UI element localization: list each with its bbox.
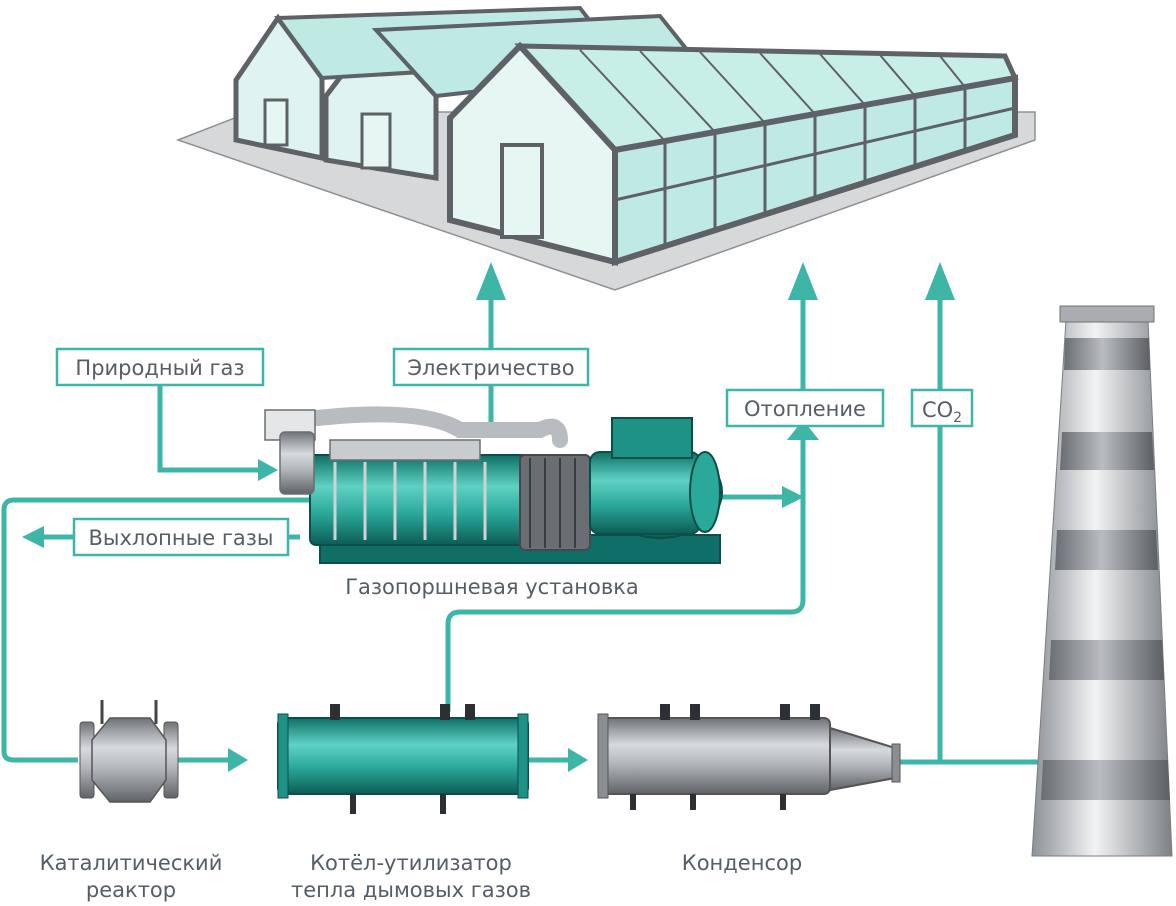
co2-label: CO bbox=[922, 398, 953, 422]
exhaust-label: Выхлопные газы bbox=[89, 526, 274, 550]
gas-piston-unit-caption: Газопоршневая установка bbox=[345, 575, 639, 599]
boiler-illustration bbox=[277, 704, 529, 814]
greenhouse-illustration bbox=[175, 5, 1036, 291]
gas-piston-unit-illustration bbox=[264, 406, 723, 564]
flow-arrowheads bbox=[22, 262, 955, 772]
chimney-illustration bbox=[1031, 305, 1173, 857]
catalytic-reactor-illustration bbox=[79, 700, 179, 803]
co2-label-box: CO2 bbox=[910, 388, 974, 428]
heating-label: Отопление bbox=[744, 397, 866, 421]
co2-subscript: 2 bbox=[953, 410, 962, 426]
catalytic-reactor-caption-line2: реактор bbox=[86, 878, 176, 902]
catalytic-reactor-caption-line1: Каталитический bbox=[40, 851, 223, 875]
svg-text:CO2: CO2 bbox=[922, 398, 962, 426]
condenser-caption: Конденсор bbox=[682, 851, 802, 875]
exhaust-label-box: Выхлопные газы bbox=[72, 517, 290, 557]
electricity-label: Электричество bbox=[407, 356, 574, 380]
boiler-caption-line1: Котёл-утилизатор bbox=[310, 851, 512, 875]
electricity-label-box: Электричество bbox=[392, 347, 590, 387]
condenser-illustration bbox=[597, 704, 901, 810]
heating-label-box: Отопление bbox=[725, 388, 885, 428]
natural-gas-label: Природный газ bbox=[75, 356, 244, 380]
boiler-caption-line2: тепла дымовых газов bbox=[291, 878, 531, 902]
natural-gas-label-box: Природный газ bbox=[55, 347, 265, 387]
